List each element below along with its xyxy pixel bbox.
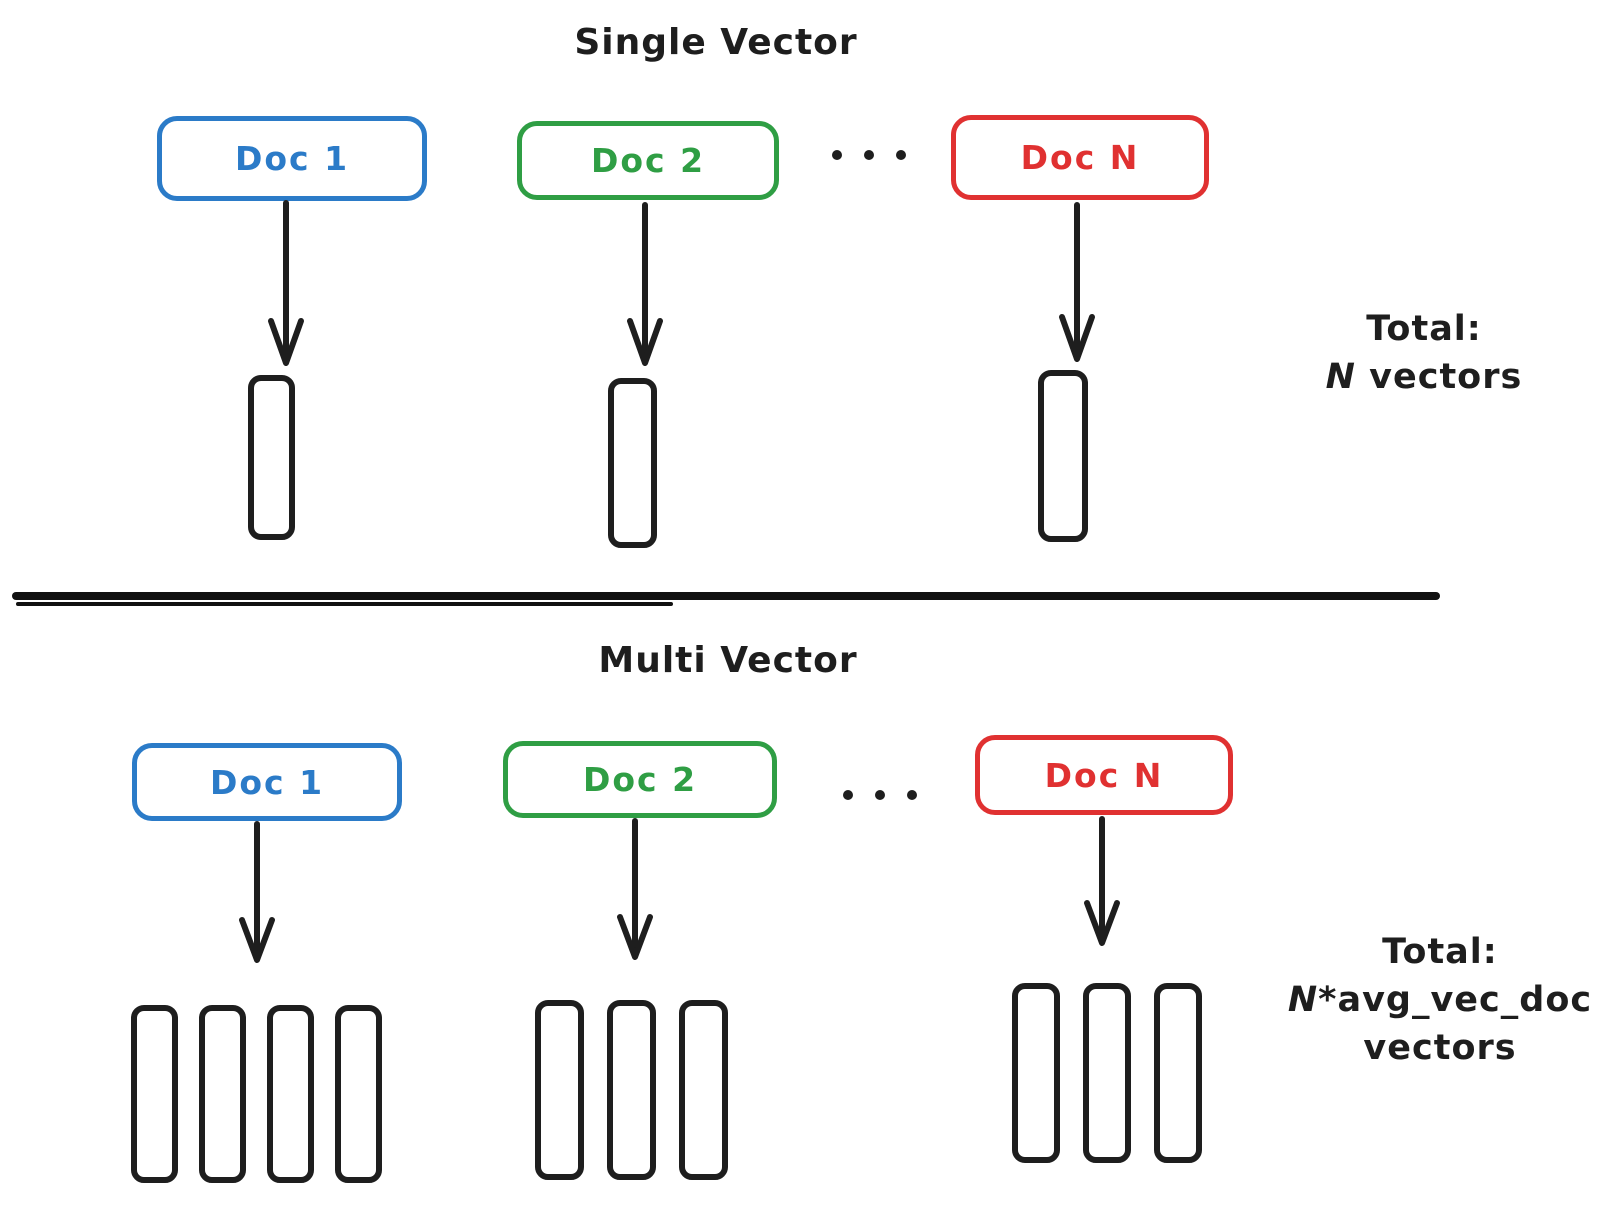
dot — [896, 150, 906, 160]
divider-line — [16, 602, 673, 606]
dot — [864, 150, 874, 160]
var-n: N — [1287, 980, 1319, 1020]
vector-rect — [608, 378, 657, 548]
section-divider — [12, 592, 1440, 606]
down-arrow-icon — [627, 202, 663, 366]
vector-rect — [1012, 983, 1060, 1163]
single-total-rest: vectors — [1355, 357, 1523, 397]
multi-doc2-label: Doc 2 — [582, 760, 698, 799]
vector-rect — [607, 1000, 656, 1180]
divider-line — [12, 592, 1440, 600]
down-arrow-icon — [268, 200, 304, 366]
multi-total-line2: N*avg_vec_doc — [1288, 976, 1592, 1024]
vector-group-doc1 — [131, 1005, 382, 1183]
single-vector-title: Single Vector — [574, 22, 858, 63]
down-arrow-icon — [1059, 202, 1095, 362]
vector-rect — [1154, 983, 1202, 1163]
single-total-text: Total: N vectors — [1326, 305, 1523, 401]
single-doc1-box: Doc 1 — [157, 116, 427, 201]
vector-rect — [267, 1005, 314, 1183]
single-doc2-box: Doc 2 — [517, 121, 779, 200]
vector-rect — [535, 1000, 584, 1180]
vector-rect — [199, 1005, 246, 1183]
multi-doc1-box: Doc 1 — [132, 743, 402, 821]
ellipsis-dots-top — [832, 150, 906, 160]
down-arrow-icon — [239, 821, 275, 963]
single-doc1-label: Doc 1 — [234, 139, 350, 178]
vector-rect — [248, 375, 295, 540]
vector-group-docN — [1012, 983, 1202, 1163]
multi-docN-label: Doc N — [1044, 755, 1164, 795]
vector-rect — [131, 1005, 178, 1183]
single-total-line1: Total: — [1366, 309, 1482, 349]
down-arrow-icon — [617, 818, 653, 960]
vector-rect — [335, 1005, 382, 1183]
vector-rect — [1083, 983, 1131, 1163]
down-arrow-icon — [1084, 816, 1120, 946]
multi-total-line3: vectors — [1363, 1028, 1517, 1068]
single-docN-label: Doc N — [1020, 138, 1140, 177]
multi-total-line1: Total: — [1382, 932, 1498, 972]
multi-doc1-label: Doc 1 — [209, 762, 325, 802]
dot — [843, 790, 853, 800]
var-n: N — [1325, 357, 1356, 397]
single-doc2-label: Doc 2 — [590, 141, 706, 180]
multi-doc2-box: Doc 2 — [503, 741, 777, 818]
vector-rect — [679, 1000, 728, 1180]
dot — [832, 150, 842, 160]
multi-total-text: Total: N*avg_vec_doc vectors — [1288, 928, 1592, 1072]
dot — [907, 790, 917, 800]
vector-rect — [1038, 370, 1088, 542]
single-total-line2: N vectors — [1326, 353, 1523, 401]
dot — [875, 790, 885, 800]
single-docN-box: Doc N — [951, 115, 1209, 200]
vector-group-doc2 — [535, 1000, 728, 1180]
multi-vector-title: Multi Vector — [598, 640, 858, 681]
ellipsis-dots-bottom — [843, 790, 917, 800]
multi-docN-box: Doc N — [975, 735, 1233, 815]
multi-total-rest: *avg_vec_doc — [1318, 980, 1593, 1020]
